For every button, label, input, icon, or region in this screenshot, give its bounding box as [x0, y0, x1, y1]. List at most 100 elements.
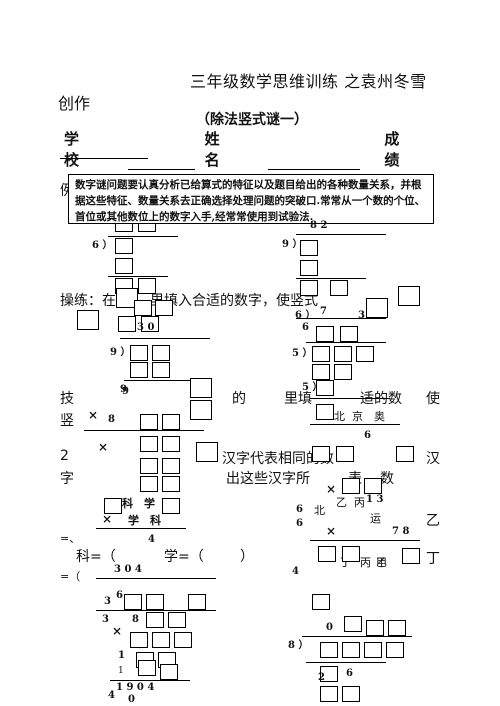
digit-box[interactable] [342, 686, 360, 702]
digit-box[interactable] [366, 298, 388, 318]
divisor-label: 8 ） [288, 640, 309, 651]
digit-label: 3 [358, 310, 365, 321]
digit-box[interactable] [342, 478, 360, 494]
tip-box: 数字谜问题要认真分析已给算式的特征以及题目给出的各种数量关系，并根据这些特征、数… [68, 174, 434, 224]
digit-box[interactable] [316, 380, 334, 396]
ke-answer-label: 科=（ [76, 549, 116, 565]
digit-box[interactable] [168, 612, 186, 628]
rule-line [96, 578, 216, 579]
digit-box[interactable] [124, 594, 142, 610]
times-sign: × [88, 408, 99, 422]
digit-box[interactable] [118, 316, 136, 332]
equals-label: =、 [60, 532, 81, 545]
digit-box[interactable] [141, 316, 159, 332]
digit-box[interactable] [140, 436, 158, 452]
exercise3-number: 2 [60, 448, 69, 464]
digit-box[interactable] [162, 436, 180, 452]
digit-label: 4 [108, 690, 115, 701]
digit-box[interactable] [364, 642, 382, 658]
digit-box[interactable] [152, 632, 170, 648]
digit-box[interactable] [316, 404, 334, 420]
exercise2-char-e: 使 [426, 391, 440, 407]
digit-label: 9 [122, 386, 129, 397]
digit-box[interactable] [130, 362, 148, 378]
digit-box[interactable] [388, 620, 406, 636]
digit-box[interactable] [152, 362, 170, 378]
digit-box[interactable] [364, 478, 382, 494]
digit-box[interactable] [174, 632, 192, 648]
digit-box[interactable] [334, 346, 352, 362]
exercise1-text-a: 操练：在 [60, 293, 116, 309]
digit-box[interactable] [134, 300, 152, 316]
digit-box[interactable] [336, 446, 354, 462]
digit-box[interactable] [188, 594, 206, 610]
char-ban: 奥 [374, 410, 385, 423]
division-bar [302, 636, 412, 637]
digit-box[interactable] [356, 346, 374, 362]
rule-line [310, 424, 400, 425]
digit-box[interactable] [316, 326, 334, 342]
rule-line [96, 528, 186, 529]
digit-box[interactable] [138, 278, 156, 294]
rule-line [310, 398, 390, 399]
digit-box[interactable] [330, 280, 348, 296]
digit-box[interactable] [344, 616, 362, 632]
equals-label: =（ [60, 570, 81, 583]
score-blank[interactable] [60, 158, 148, 159]
digit-box[interactable] [140, 458, 158, 474]
digit-box[interactable] [140, 476, 158, 492]
school-blank[interactable] [127, 155, 195, 170]
tip-text: 数字谜问题要认真分析已给算式的特征以及题目给出的各种数量关系，并根据这些特征、数… [75, 179, 426, 223]
digit-box[interactable] [300, 240, 318, 256]
digit-box[interactable] [320, 666, 338, 682]
digit-box[interactable] [320, 686, 338, 702]
char-ke: 科 [122, 497, 133, 510]
digit-box[interactable] [138, 660, 156, 676]
digit-box[interactable] [342, 546, 360, 562]
digit-box[interactable] [312, 594, 330, 610]
digit-box[interactable] [196, 442, 218, 462]
digit-label: 4 [292, 566, 299, 577]
digit-box[interactable] [402, 548, 420, 564]
digit-box[interactable] [320, 642, 338, 658]
digit-box[interactable] [190, 378, 212, 398]
char-ding: 丁 [340, 556, 351, 569]
digit-box[interactable] [140, 414, 158, 430]
digit-box[interactable] [77, 310, 99, 330]
digit-box[interactable] [160, 664, 178, 680]
page-subtitle: （除法竖式谜一） [196, 112, 308, 128]
digit-box[interactable] [155, 300, 173, 316]
digit-box[interactable] [146, 612, 164, 628]
digit-box[interactable] [104, 498, 122, 514]
digit-box[interactable] [396, 446, 414, 462]
digit-box[interactable] [116, 288, 138, 308]
digit-box[interactable] [162, 414, 180, 430]
digit-box[interactable] [366, 620, 384, 636]
digit-box[interactable] [386, 642, 404, 658]
char-yun: 运 [370, 512, 381, 525]
digit-box[interactable] [190, 400, 212, 420]
digit-box[interactable] [152, 345, 170, 361]
digit-box[interactable] [342, 642, 360, 658]
digit-box[interactable] [334, 364, 352, 380]
digit-box[interactable] [162, 458, 180, 474]
digit-box[interactable] [312, 346, 330, 362]
name-blank[interactable] [268, 155, 361, 170]
score-label: 成 绩 [384, 130, 412, 169]
digit-box[interactable] [115, 238, 133, 254]
digit-box[interactable] [130, 632, 148, 648]
digit-box[interactable] [115, 258, 133, 274]
digit-box[interactable] [318, 546, 336, 562]
digit-box[interactable] [312, 364, 330, 380]
times-sign: × [326, 524, 337, 538]
digit-box[interactable] [300, 280, 318, 296]
digit-box[interactable] [130, 345, 148, 361]
digit-box[interactable] [162, 476, 180, 492]
digit-box[interactable] [312, 446, 330, 462]
times-sign: × [98, 440, 109, 454]
digit-box[interactable] [146, 594, 164, 610]
digit-box[interactable] [398, 286, 420, 306]
digit-box[interactable] [162, 498, 180, 514]
digit-box[interactable] [300, 260, 318, 276]
digit-box[interactable] [340, 326, 358, 342]
